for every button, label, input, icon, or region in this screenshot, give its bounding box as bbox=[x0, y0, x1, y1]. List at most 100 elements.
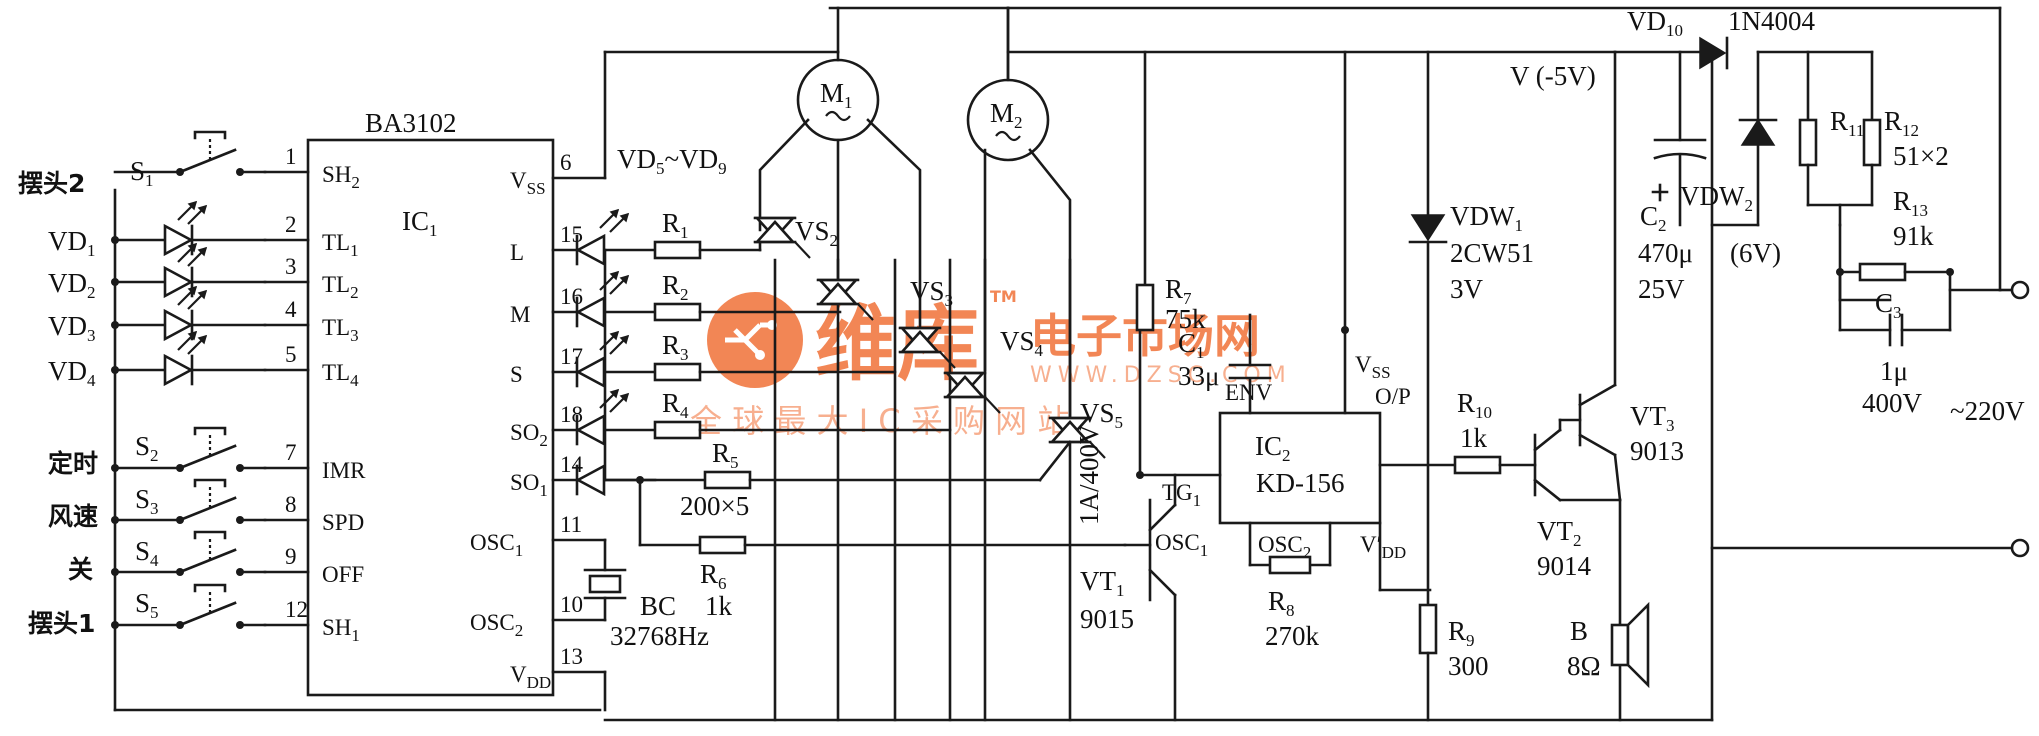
ic1-pin-number: 2 bbox=[285, 212, 297, 237]
watermark-url: WWW.DZSC.COM bbox=[1030, 363, 1292, 388]
switch-s5 bbox=[176, 583, 244, 629]
label-speed: 风速 bbox=[48, 502, 98, 531]
c1-name: C1 bbox=[1178, 328, 1205, 362]
vminus-label: V (-5V) bbox=[1510, 61, 1596, 91]
ic1-pin-number: 1 bbox=[285, 144, 297, 169]
r6: R6 1k bbox=[638, 480, 1127, 621]
resistor-label: R4 bbox=[662, 388, 689, 422]
vd10: VD10 1N4004 bbox=[1627, 6, 1815, 70]
ic2-block: IC2 KD-156 ENV VSS O/P TG1 OSC1 OSC2 V′D… bbox=[1138, 328, 1432, 651]
label-sh2: 摆头2 bbox=[18, 169, 85, 198]
triac-icon bbox=[753, 216, 797, 244]
ic1-pin-number: 12 bbox=[285, 597, 308, 622]
ic1-pin-name: M bbox=[510, 302, 530, 327]
c3-voltage: 400V bbox=[1862, 388, 1923, 418]
r7-value: 75k bbox=[1165, 304, 1206, 334]
resistor-r2 bbox=[653, 302, 702, 322]
c2: C2 470μ 25V bbox=[1638, 50, 1707, 304]
label-sh1: 摆头1 bbox=[28, 609, 95, 638]
r11-name: R11 bbox=[1830, 106, 1864, 140]
ic1-pin-number: 7 bbox=[285, 440, 297, 465]
ic1-pin-number: 6 bbox=[560, 150, 572, 175]
c3-name: C3 bbox=[1875, 288, 1902, 322]
vdw2-name: VDW2 bbox=[1680, 181, 1753, 215]
ic1-pin-name: SO1 bbox=[510, 470, 548, 500]
vdw2: VDW2 (6V) bbox=[1680, 50, 1781, 268]
ic1-pin-name: L bbox=[510, 240, 524, 265]
r13-name: R13 bbox=[1893, 186, 1928, 220]
ic1-pin-name: IMR bbox=[322, 458, 366, 483]
r8-value: 270k bbox=[1265, 621, 1320, 651]
ic1-pin-name: SH1 bbox=[322, 615, 360, 645]
ic1-part: BA3102 bbox=[365, 108, 457, 138]
resistor-r4 bbox=[653, 420, 702, 440]
ic2-name: IC2 bbox=[1255, 431, 1291, 465]
label-off: 关 bbox=[68, 555, 93, 584]
watermark-logo-icon bbox=[707, 292, 803, 388]
vdw1-name: VDW1 bbox=[1450, 201, 1523, 235]
vd10-part: 1N4004 bbox=[1728, 6, 1815, 36]
crystal-name: BC bbox=[640, 591, 676, 621]
mains-terminals: ~220V bbox=[1710, 280, 2030, 558]
r6-value: 1k bbox=[705, 591, 733, 621]
triac-icon bbox=[943, 371, 987, 399]
vt3-name: VT3 bbox=[1630, 401, 1675, 435]
ic1-pin-number: 9 bbox=[285, 544, 297, 569]
r12-value: 51×2 bbox=[1893, 141, 1949, 171]
r10-name: R10 bbox=[1457, 388, 1492, 422]
r9-value: 300 bbox=[1448, 651, 1489, 681]
triac-rating: 1A/400V bbox=[1074, 424, 1104, 525]
speaker-name: B bbox=[1570, 616, 1588, 646]
ic1-pin-name: VDD bbox=[510, 662, 551, 692]
ic2-vdd: V′DD bbox=[1360, 532, 1406, 562]
c2-voltage: 25V bbox=[1638, 274, 1685, 304]
speaker-value: 8Ω bbox=[1567, 651, 1601, 681]
vdw2-value: (6V) bbox=[1730, 238, 1781, 268]
motor-label: M2 bbox=[990, 98, 1023, 132]
ic1-pin-number: 14 bbox=[560, 452, 584, 477]
vt2-vt3: VT3 9013 VT2 9014 bbox=[1533, 50, 1684, 627]
ic1-pin-name: SH2 bbox=[322, 162, 360, 192]
led-label: VD1 bbox=[48, 226, 96, 260]
r5-value: 200×5 bbox=[680, 491, 749, 521]
ic1-pin-name: OSC2 bbox=[470, 610, 523, 640]
ic1-pin-number: 5 bbox=[285, 342, 297, 367]
speaker-icon: B 8Ω bbox=[1567, 601, 1650, 722]
led-icon bbox=[163, 353, 194, 387]
triac-label: VS5 bbox=[1080, 398, 1123, 432]
watermark-slogan: 全 球 最 大 I C 采 购 网 站 bbox=[690, 402, 1069, 440]
r11-r12-r13-c3: R11 R12 51×2 R13 91k C3 1μ 400V bbox=[1756, 50, 2002, 418]
triac-icon bbox=[816, 278, 860, 306]
vt2-name: VT2 bbox=[1537, 516, 1582, 550]
r10-value: 1k bbox=[1460, 423, 1488, 453]
ic2-osc2: OSC2 bbox=[1258, 532, 1311, 562]
ic1-pin-name: TL2 bbox=[322, 272, 359, 302]
resistor-r5 bbox=[703, 470, 752, 490]
switch-label: S3 bbox=[135, 484, 159, 518]
r6-name: R6 bbox=[700, 559, 727, 593]
ic1-name: IC1 bbox=[402, 206, 438, 240]
resistor-label: R5 bbox=[712, 438, 739, 472]
ic2-part: KD-156 bbox=[1256, 468, 1345, 498]
switch-label: S2 bbox=[135, 431, 159, 465]
motor-label: M1 bbox=[820, 78, 853, 112]
resistor-label: R3 bbox=[662, 330, 689, 364]
ic1-pin-number: 17 bbox=[560, 344, 583, 369]
vdw1-value: 3V bbox=[1450, 274, 1484, 304]
ic1-pin-name: TL1 bbox=[322, 230, 359, 260]
ic1-pin-number: 8 bbox=[285, 492, 297, 517]
vdw1-part: 2CW51 bbox=[1450, 238, 1534, 268]
vss-wire bbox=[551, 6, 2002, 292]
triac-label: VS4 bbox=[1000, 326, 1044, 360]
ic1-pin-number: 3 bbox=[285, 254, 297, 279]
ic1-pin-name: OSC1 bbox=[470, 530, 523, 560]
triac-icon bbox=[898, 326, 942, 354]
r7-name: R7 bbox=[1165, 274, 1192, 308]
c1: C1 33μ bbox=[1178, 313, 1272, 415]
switch-s3 bbox=[176, 478, 244, 524]
ic1-pin-number: 18 bbox=[560, 402, 583, 427]
switch-s4 bbox=[176, 530, 244, 576]
